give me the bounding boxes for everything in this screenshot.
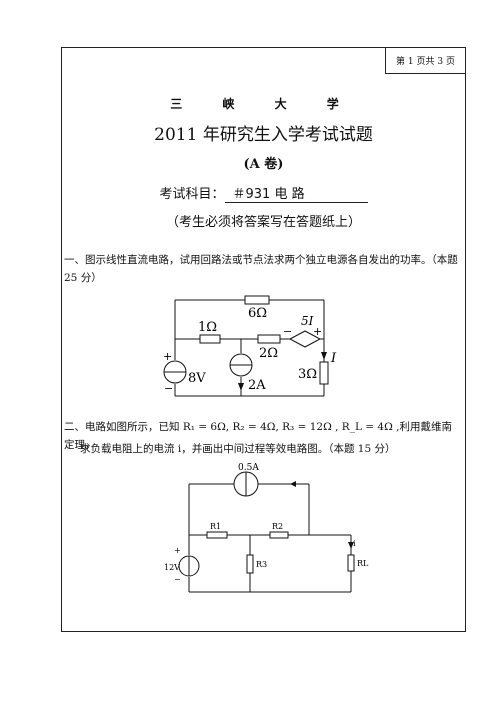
resistor-R2 xyxy=(269,531,289,539)
label-8v-plus: + xyxy=(163,350,172,363)
ccvs-diamond xyxy=(288,330,322,348)
school-name: 三 峡 大 学 xyxy=(170,97,357,111)
label-1ohm: 1Ω xyxy=(198,320,217,335)
exam-title: 2011 年研究生入学考试试题 xyxy=(154,125,373,145)
label-12v: 12V xyxy=(164,563,180,572)
resistor-6ohm xyxy=(244,295,270,305)
page-number-box: 第 1 页共 3 页 xyxy=(385,47,466,74)
arrow-current-i xyxy=(348,542,354,549)
resistor-R3 xyxy=(246,554,254,574)
label-R2: R2 xyxy=(272,522,283,531)
resistor-RL xyxy=(347,554,355,572)
label-8v: 8V xyxy=(188,371,206,386)
subject-label: 考试科目： xyxy=(159,187,225,202)
resistor-3ohm xyxy=(319,361,329,385)
arrow-2a xyxy=(238,383,244,391)
label-2ohm: 2Ω xyxy=(259,346,278,361)
label-12v-plus: + xyxy=(174,546,181,555)
resistor-1ohm xyxy=(199,334,221,344)
label-ccvs-plus: + xyxy=(313,325,322,338)
label-2a: 2A xyxy=(248,378,266,393)
label-3ohm: 3Ω xyxy=(298,367,317,382)
label-ccvs-minus: − xyxy=(283,325,292,338)
arrow-0.5a xyxy=(290,481,296,487)
label-12v-minus: − xyxy=(174,575,181,584)
label-8v-minus: − xyxy=(164,382,173,395)
exam-subject: 考试科目：＃931 电 路 xyxy=(61,183,466,203)
exam-frame xyxy=(61,47,466,632)
subject-value: ＃931 电 路 xyxy=(224,183,368,203)
label-6ohm: 6Ω xyxy=(248,306,267,321)
label-current-i: i xyxy=(353,539,356,548)
label-current-I: I xyxy=(330,351,337,366)
label-0.5a: 0.5A xyxy=(238,463,259,473)
paper-version: (A 卷) xyxy=(243,157,284,172)
label-RL: RL xyxy=(357,559,369,568)
arrow-current-I xyxy=(321,352,327,360)
label-5I: 5I xyxy=(301,314,314,328)
question-2-text-line1: 二、电路如图所示，已知 R₁ = 6Ω, R₂ = 4Ω, R₃ = 12Ω ,… xyxy=(64,421,452,451)
resistor-2ohm xyxy=(257,334,281,344)
question-2-text-line2: 求负载电阻上的电流 i，并画出中间过程等效电路图。（本题 15 分） xyxy=(80,443,396,455)
resistor-R1 xyxy=(206,531,228,539)
answer-notice: （考生必须将答案写在答题纸上） xyxy=(165,215,361,230)
question-1-text: 一、图示线性直流电路，试用回路法或节点法求两个独立电源各自发出的功率。（本题 2… xyxy=(64,254,458,284)
label-R1: R1 xyxy=(210,522,221,531)
label-R3: R3 xyxy=(256,560,267,569)
